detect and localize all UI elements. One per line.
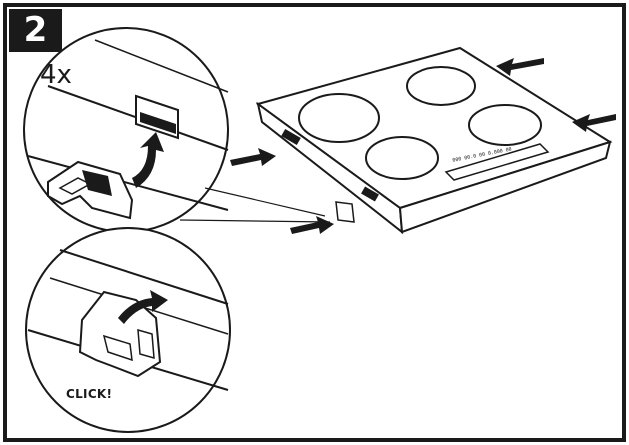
worktop-edge-line (59, 249, 229, 305)
step-number-badge: 2 (9, 9, 62, 52)
hob-edge-line (27, 155, 229, 211)
quantity-label: 4x (40, 60, 72, 90)
hob-clip-detached (335, 201, 355, 223)
detail-circle-bottom (25, 227, 231, 433)
zoom-connector-line (204, 187, 326, 217)
hob-side-face (398, 140, 612, 234)
push-arrow-icon (290, 216, 334, 234)
curved-arrow-icon (118, 290, 168, 324)
cooking-zone (365, 136, 439, 180)
push-arrow-icon (496, 58, 544, 76)
push-arrows (230, 58, 616, 234)
hob-clip (281, 129, 301, 145)
click-label: CLICK! (66, 387, 113, 401)
zoom-connector-line (179, 219, 331, 223)
push-arrow-icon (230, 148, 276, 166)
hob (255, 46, 613, 235)
control-panel (444, 143, 550, 181)
cooking-zone (406, 66, 476, 106)
fixing-clip-inserted (78, 290, 162, 378)
hob-top-line (94, 39, 229, 93)
fixing-slot (135, 94, 179, 140)
cooking-zone (298, 93, 380, 143)
fixing-clip (47, 160, 134, 220)
detail-circle-top (23, 27, 229, 233)
curved-arrow-icon (132, 132, 164, 188)
cooking-zone (468, 104, 542, 146)
push-arrow-icon (572, 114, 616, 132)
hob-clip (361, 186, 379, 202)
